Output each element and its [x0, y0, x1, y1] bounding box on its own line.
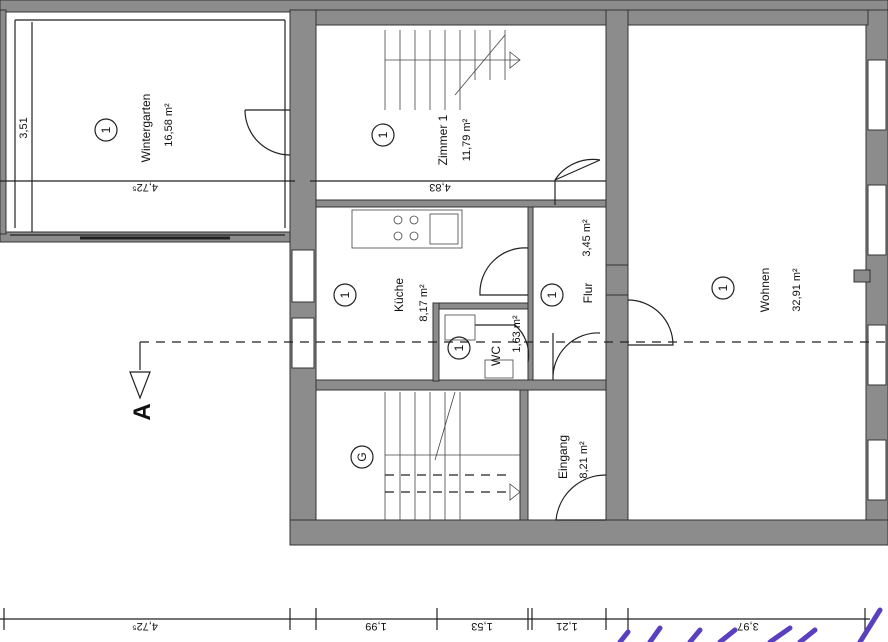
- svg-text:3,45 m²: 3,45 m²: [581, 219, 593, 257]
- svg-text:1,53: 1,53: [471, 620, 492, 632]
- section-line: A: [129, 341, 888, 421]
- svg-text:1,99: 1,99: [365, 620, 386, 632]
- room-treppe: G: [350, 445, 374, 469]
- room-wintergarten: 1 Wintergarten 16,58 m²: [94, 94, 175, 163]
- kitchen-counter: [351, 209, 463, 249]
- svg-text:4,72⁵: 4,72⁵: [132, 620, 158, 632]
- svg-text:8,21 m²: 8,21 m²: [578, 441, 590, 479]
- inner-dimensions: 3,51 4,72⁵ 4,83: [0, 22, 606, 232]
- svg-text:1,21: 1,21: [556, 620, 577, 632]
- walls: [0, 0, 888, 546]
- section-marker: A: [129, 403, 156, 420]
- svg-text:Wohnen: Wohnen: [758, 268, 772, 312]
- svg-text:8,17 m²: 8,17 m²: [418, 284, 430, 322]
- svg-text:1: 1: [376, 131, 390, 138]
- svg-text:G: G: [355, 452, 369, 461]
- svg-text:32,91 m²: 32,91 m²: [791, 268, 803, 312]
- svg-text:11,79 m²: 11,79 m²: [461, 118, 473, 161]
- svg-text:Zimmer 1: Zimmer 1: [436, 114, 450, 165]
- svg-text:1: 1: [545, 291, 559, 298]
- svg-text:Eingang: Eingang: [556, 435, 570, 479]
- svg-text:1: 1: [716, 284, 730, 291]
- svg-text:WC: WC: [489, 346, 503, 366]
- svg-text:Flur: Flur: [581, 283, 595, 304]
- room-wohnen: 1 Wohnen 32,91 m²: [711, 268, 803, 312]
- svg-text:1: 1: [338, 291, 352, 298]
- room-zimmer-1: 1 Zimmer 1 11,79 m²: [371, 114, 473, 165]
- bottom-dimensions: 4,72⁵ 1,99 1,53 1,21 3,97: [0, 608, 870, 632]
- svg-text:1: 1: [452, 344, 466, 351]
- room-wc: 1 WC 1,63 m²: [447, 315, 523, 366]
- svg-text:Küche: Küche: [392, 278, 406, 312]
- svg-text:3,51: 3,51: [18, 117, 30, 138]
- room-kueche: 1 Küche 8,17 m²: [333, 278, 430, 322]
- svg-text:1,63 m²: 1,63 m²: [511, 315, 523, 353]
- room-area: 16,58 m²: [163, 103, 175, 147]
- svg-text:1: 1: [99, 126, 113, 133]
- svg-text:3,97: 3,97: [737, 620, 758, 632]
- windows: [10, 19, 887, 501]
- handwritten-scribble: [617, 607, 883, 642]
- room-flur: 1 Flur 3,45 m²: [540, 219, 595, 307]
- stairs: [384, 30, 521, 520]
- svg-text:4,72⁵: 4,72⁵: [132, 181, 158, 193]
- svg-text:4,83: 4,83: [429, 181, 450, 193]
- wc-fixtures: [444, 314, 514, 379]
- room-name: Wintergarten: [139, 94, 153, 163]
- room-eingang: Eingang 8,21 m²: [556, 435, 590, 479]
